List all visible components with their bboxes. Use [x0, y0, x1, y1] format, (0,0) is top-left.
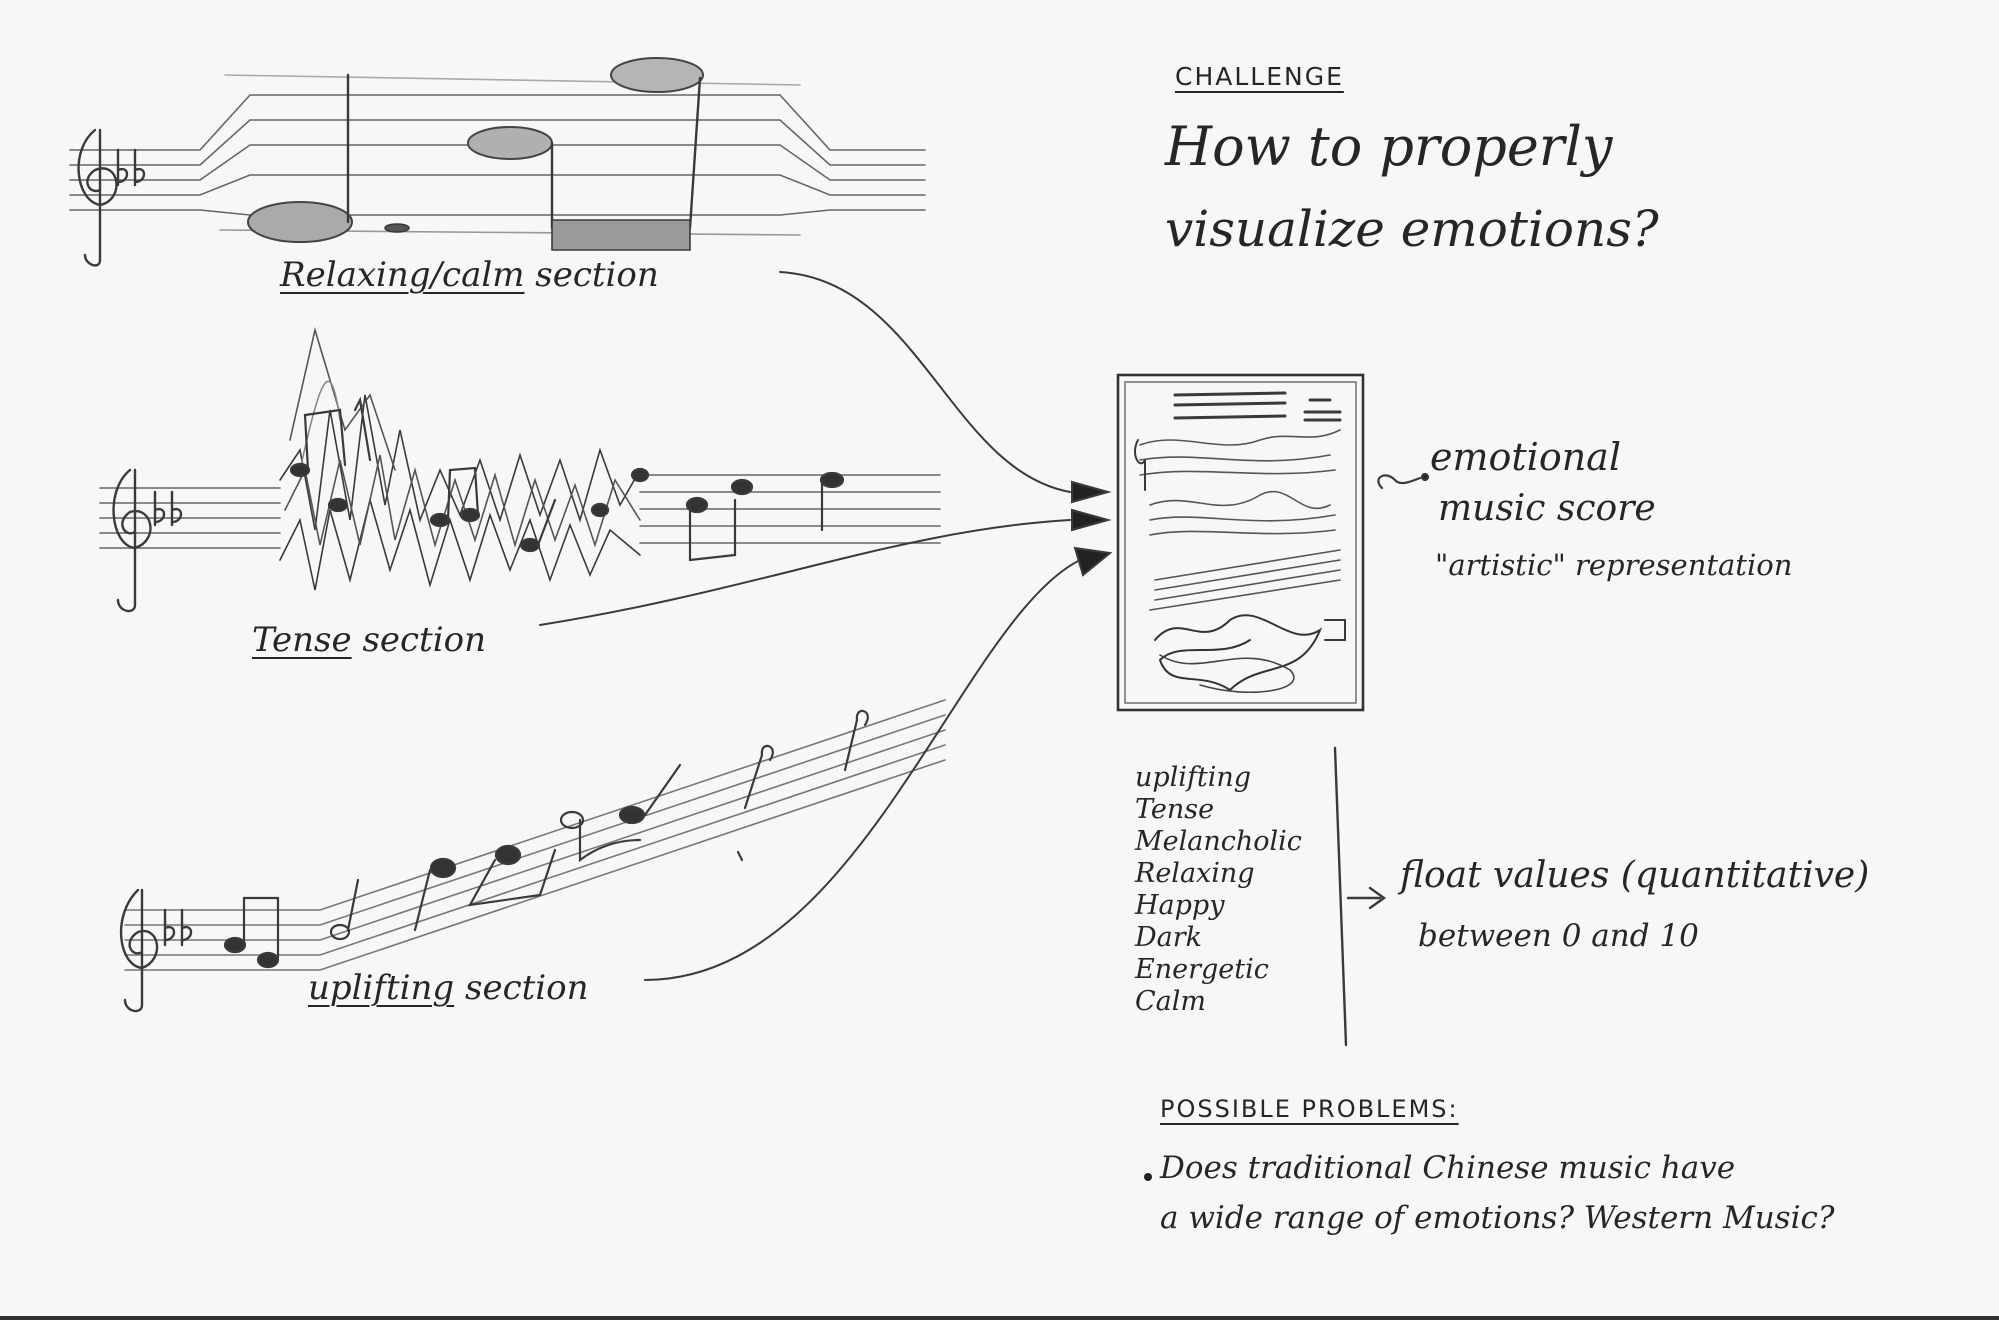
treble-clef-icon	[77, 128, 146, 267]
problems-line1: Does traditional Chinese music have	[1160, 1150, 1736, 1186]
bullet-dot	[1144, 1173, 1152, 1181]
emotion-bracket	[1333, 746, 1387, 1047]
problems-line2: a wide range of emotions? Western Music?	[1160, 1200, 1835, 1236]
challenge-question-line2: visualize emotions?	[1165, 200, 1659, 258]
arrow-tense	[539, 508, 1112, 626]
emotion-item: Energetic	[1135, 954, 1269, 985]
relaxing-label-emphasis: Relaxing/calm	[280, 255, 525, 295]
problems-heading: POSSIBLE PROBLEMS:	[1160, 1095, 1459, 1123]
squiggle-pointer	[1377, 472, 1430, 490]
relaxing-notes	[247, 57, 704, 251]
treble-clef-icon	[112, 468, 183, 613]
emotion-item: uplifting	[1135, 762, 1252, 793]
emotion-item: Calm	[1135, 986, 1206, 1017]
challenge-heading: CHALLENGE	[1175, 62, 1344, 91]
score-thumbnail	[1116, 373, 1365, 712]
treble-clef-icon	[119, 888, 193, 1013]
arrow-uplifting	[644, 546, 1113, 981]
challenge-question-line1: How to properly	[1165, 115, 1613, 178]
emotion-item: Relaxing	[1135, 858, 1255, 889]
emotion-item: Melancholic	[1135, 826, 1302, 857]
emotion-item: Dark	[1135, 922, 1203, 953]
score-label-line1: emotional	[1430, 435, 1621, 479]
score-label-line2: music score	[1438, 488, 1656, 529]
tense-label-rest: section	[351, 620, 486, 660]
uplifting-section-label: uplifting section	[308, 968, 589, 1008]
page-bottom-edge	[0, 1316, 1999, 1320]
tense-section-label: Tense section	[252, 620, 486, 660]
emotion-item: Happy	[1135, 890, 1225, 921]
tense-label-emphasis: Tense	[252, 620, 352, 660]
uplifting-label-emphasis: uplifting	[308, 968, 455, 1008]
uplifting-staff	[124, 699, 946, 971]
emotion-item: Tense	[1135, 794, 1215, 825]
uplifting-label-rest: section	[454, 968, 589, 1008]
arrow-relaxing	[779, 271, 1112, 504]
relaxing-label-rest: section	[524, 255, 659, 295]
values-line1: float values (quantitative)	[1400, 855, 1870, 896]
tense-notes	[289, 396, 845, 562]
relaxing-section-label: Relaxing/calm section	[280, 255, 659, 295]
score-label-line3: "artistic" representation	[1435, 548, 1793, 582]
tense-staff	[99, 326, 941, 591]
emotion-list: uplifting Tense Melancholic Relaxing Hap…	[1135, 762, 1302, 1018]
values-line2: between 0 and 10	[1418, 918, 1699, 954]
uplifting-notes	[223, 709, 869, 969]
